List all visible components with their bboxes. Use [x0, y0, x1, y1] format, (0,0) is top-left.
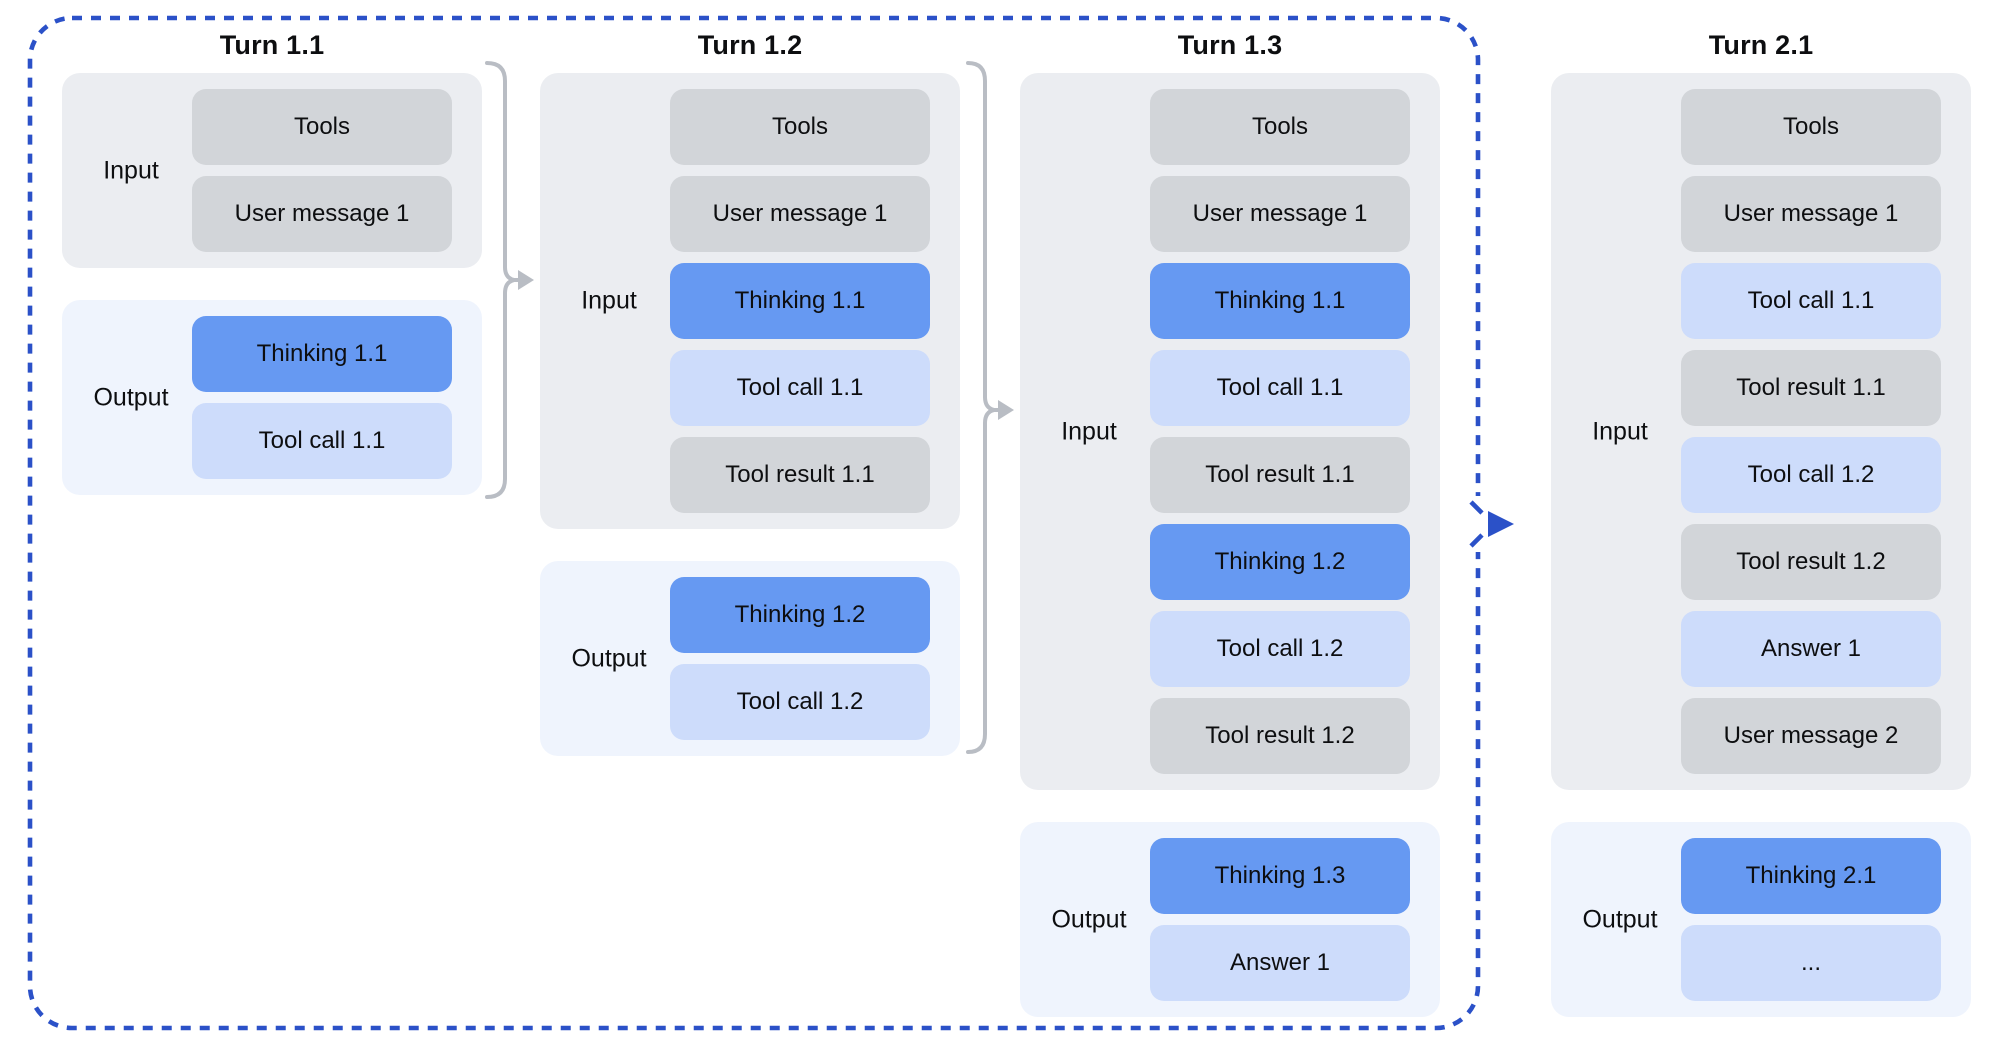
block-thinking-1-1: Thinking 1.1 — [670, 263, 930, 339]
block-thinking-1-1: Thinking 1.1 — [192, 316, 452, 392]
block-user-message-1: User message 1 — [192, 176, 452, 252]
brace-top-curve — [966, 61, 1001, 412]
output-label: Output — [1582, 905, 1658, 933]
block-user-message-2: User message 2 — [1681, 698, 1941, 774]
next-turn-arrow — [1463, 496, 1514, 552]
block-thinking-1-2: Thinking 1.2 — [670, 577, 930, 653]
output-blocks: Thinking 2.1 ... — [1681, 838, 1941, 1001]
block-tool-call-1-1: Tool call 1.1 — [670, 350, 930, 426]
output-blocks: Thinking 1.1 Tool call 1.1 — [192, 316, 452, 479]
block-ellipsis: ... — [1681, 925, 1941, 1001]
output-label: Output — [571, 644, 647, 672]
brace-bottom-curve — [485, 278, 521, 499]
turn-title: Turn 1.3 — [1177, 30, 1283, 60]
block-user-message-1: User message 1 — [1150, 176, 1410, 252]
context-group-dashed-border — [27, 15, 1481, 1031]
block-tools: Tools — [1150, 89, 1410, 165]
block-user-message-1: User message 1 — [1681, 176, 1941, 252]
block-tools: Tools — [1681, 89, 1941, 165]
turn-title: Turn 2.1 — [1708, 30, 1814, 60]
turn-column-1-2: Turn 1.2 Input Tools User message 1 Thin… — [540, 0, 960, 1050]
turn-title: Turn 1.2 — [697, 30, 803, 60]
border-gap-mask — [1463, 496, 1491, 552]
turn-column-1-1: Turn 1.1 Input Tools User message 1 Outp… — [62, 0, 482, 1050]
block-tools: Tools — [192, 89, 452, 165]
input-section: Input Tools User message 1 — [62, 73, 482, 268]
block-thinking-1-3: Thinking 1.3 — [1150, 838, 1410, 914]
output-blocks: Thinking 1.3 Answer 1 — [1150, 838, 1410, 1001]
block-tool-call-1-2: Tool call 1.2 — [1681, 437, 1941, 513]
input-section: Input Tools User message 1 Thinking 1.1 … — [1020, 73, 1440, 790]
block-tool-call-1-1: Tool call 1.1 — [192, 403, 452, 479]
input-section: Input Tools User message 1 Tool call 1.1… — [1551, 73, 1971, 790]
block-tool-result-1-1: Tool result 1.1 — [670, 437, 930, 513]
block-tool-result-1-2: Tool result 1.2 — [1150, 698, 1410, 774]
output-blocks: Thinking 1.2 Tool call 1.2 — [670, 577, 930, 740]
input-section: Input Tools User message 1 Thinking 1.1 … — [540, 73, 960, 529]
input-blocks: Tools User message 1 Tool call 1.1 Tool … — [1681, 89, 1941, 774]
arrow-converge-dash-top — [1469, 500, 1484, 515]
brace-top-curve — [485, 61, 521, 282]
brace-arrowhead-icon — [518, 270, 534, 290]
block-tool-call-1-2: Tool call 1.2 — [1150, 611, 1410, 687]
input-blocks: Tools User message 1 — [192, 89, 452, 252]
output-label: Output — [93, 383, 169, 411]
block-tool-result-1-1: Tool result 1.1 — [1681, 350, 1941, 426]
brace-arrowhead-icon — [998, 400, 1014, 420]
block-thinking-1-1: Thinking 1.1 — [1150, 263, 1410, 339]
block-tools: Tools — [670, 89, 930, 165]
brace-bottom-curve — [966, 408, 1001, 754]
input-label: Input — [1061, 417, 1117, 445]
output-section: Output Thinking 1.3 Answer 1 — [1020, 822, 1440, 1017]
output-label: Output — [1051, 905, 1127, 933]
arrow-converge-dash-bottom — [1469, 533, 1484, 548]
block-user-message-1: User message 1 — [670, 176, 930, 252]
output-section: Output Thinking 2.1 ... — [1551, 822, 1971, 1017]
next-turn-arrowhead-icon — [1488, 511, 1514, 537]
input-label: Input — [103, 156, 159, 184]
block-tool-call-1-1: Tool call 1.1 — [1681, 263, 1941, 339]
input-blocks: Tools User message 1 Thinking 1.1 Tool c… — [670, 89, 930, 513]
output-section: Output Thinking 1.2 Tool call 1.2 — [540, 561, 960, 756]
input-label: Input — [1592, 417, 1648, 445]
block-thinking-1-2: Thinking 1.2 — [1150, 524, 1410, 600]
brace-turn-1-2-to-1-3 — [966, 61, 1014, 754]
turn-column-2-1: Turn 2.1 Input Tools User message 1 Tool… — [1551, 0, 1971, 1050]
block-tool-call-1-1: Tool call 1.1 — [1150, 350, 1410, 426]
input-blocks: Tools User message 1 Thinking 1.1 Tool c… — [1150, 89, 1410, 774]
block-tool-result-1-2: Tool result 1.2 — [1681, 524, 1941, 600]
input-label: Input — [581, 286, 637, 315]
turn-column-1-3: Turn 1.3 Input Tools User message 1 Thin… — [1020, 0, 1440, 1050]
block-thinking-2-1: Thinking 2.1 — [1681, 838, 1941, 914]
block-tool-call-1-2: Tool call 1.2 — [670, 664, 930, 740]
block-answer-1: Answer 1 — [1150, 925, 1410, 1001]
turn-title: Turn 1.1 — [219, 30, 325, 60]
block-tool-result-1-1: Tool result 1.1 — [1150, 437, 1410, 513]
block-answer-1: Answer 1 — [1681, 611, 1941, 687]
output-section: Output Thinking 1.1 Tool call 1.1 — [62, 300, 482, 495]
brace-turn-1-1-to-1-2 — [485, 61, 534, 499]
